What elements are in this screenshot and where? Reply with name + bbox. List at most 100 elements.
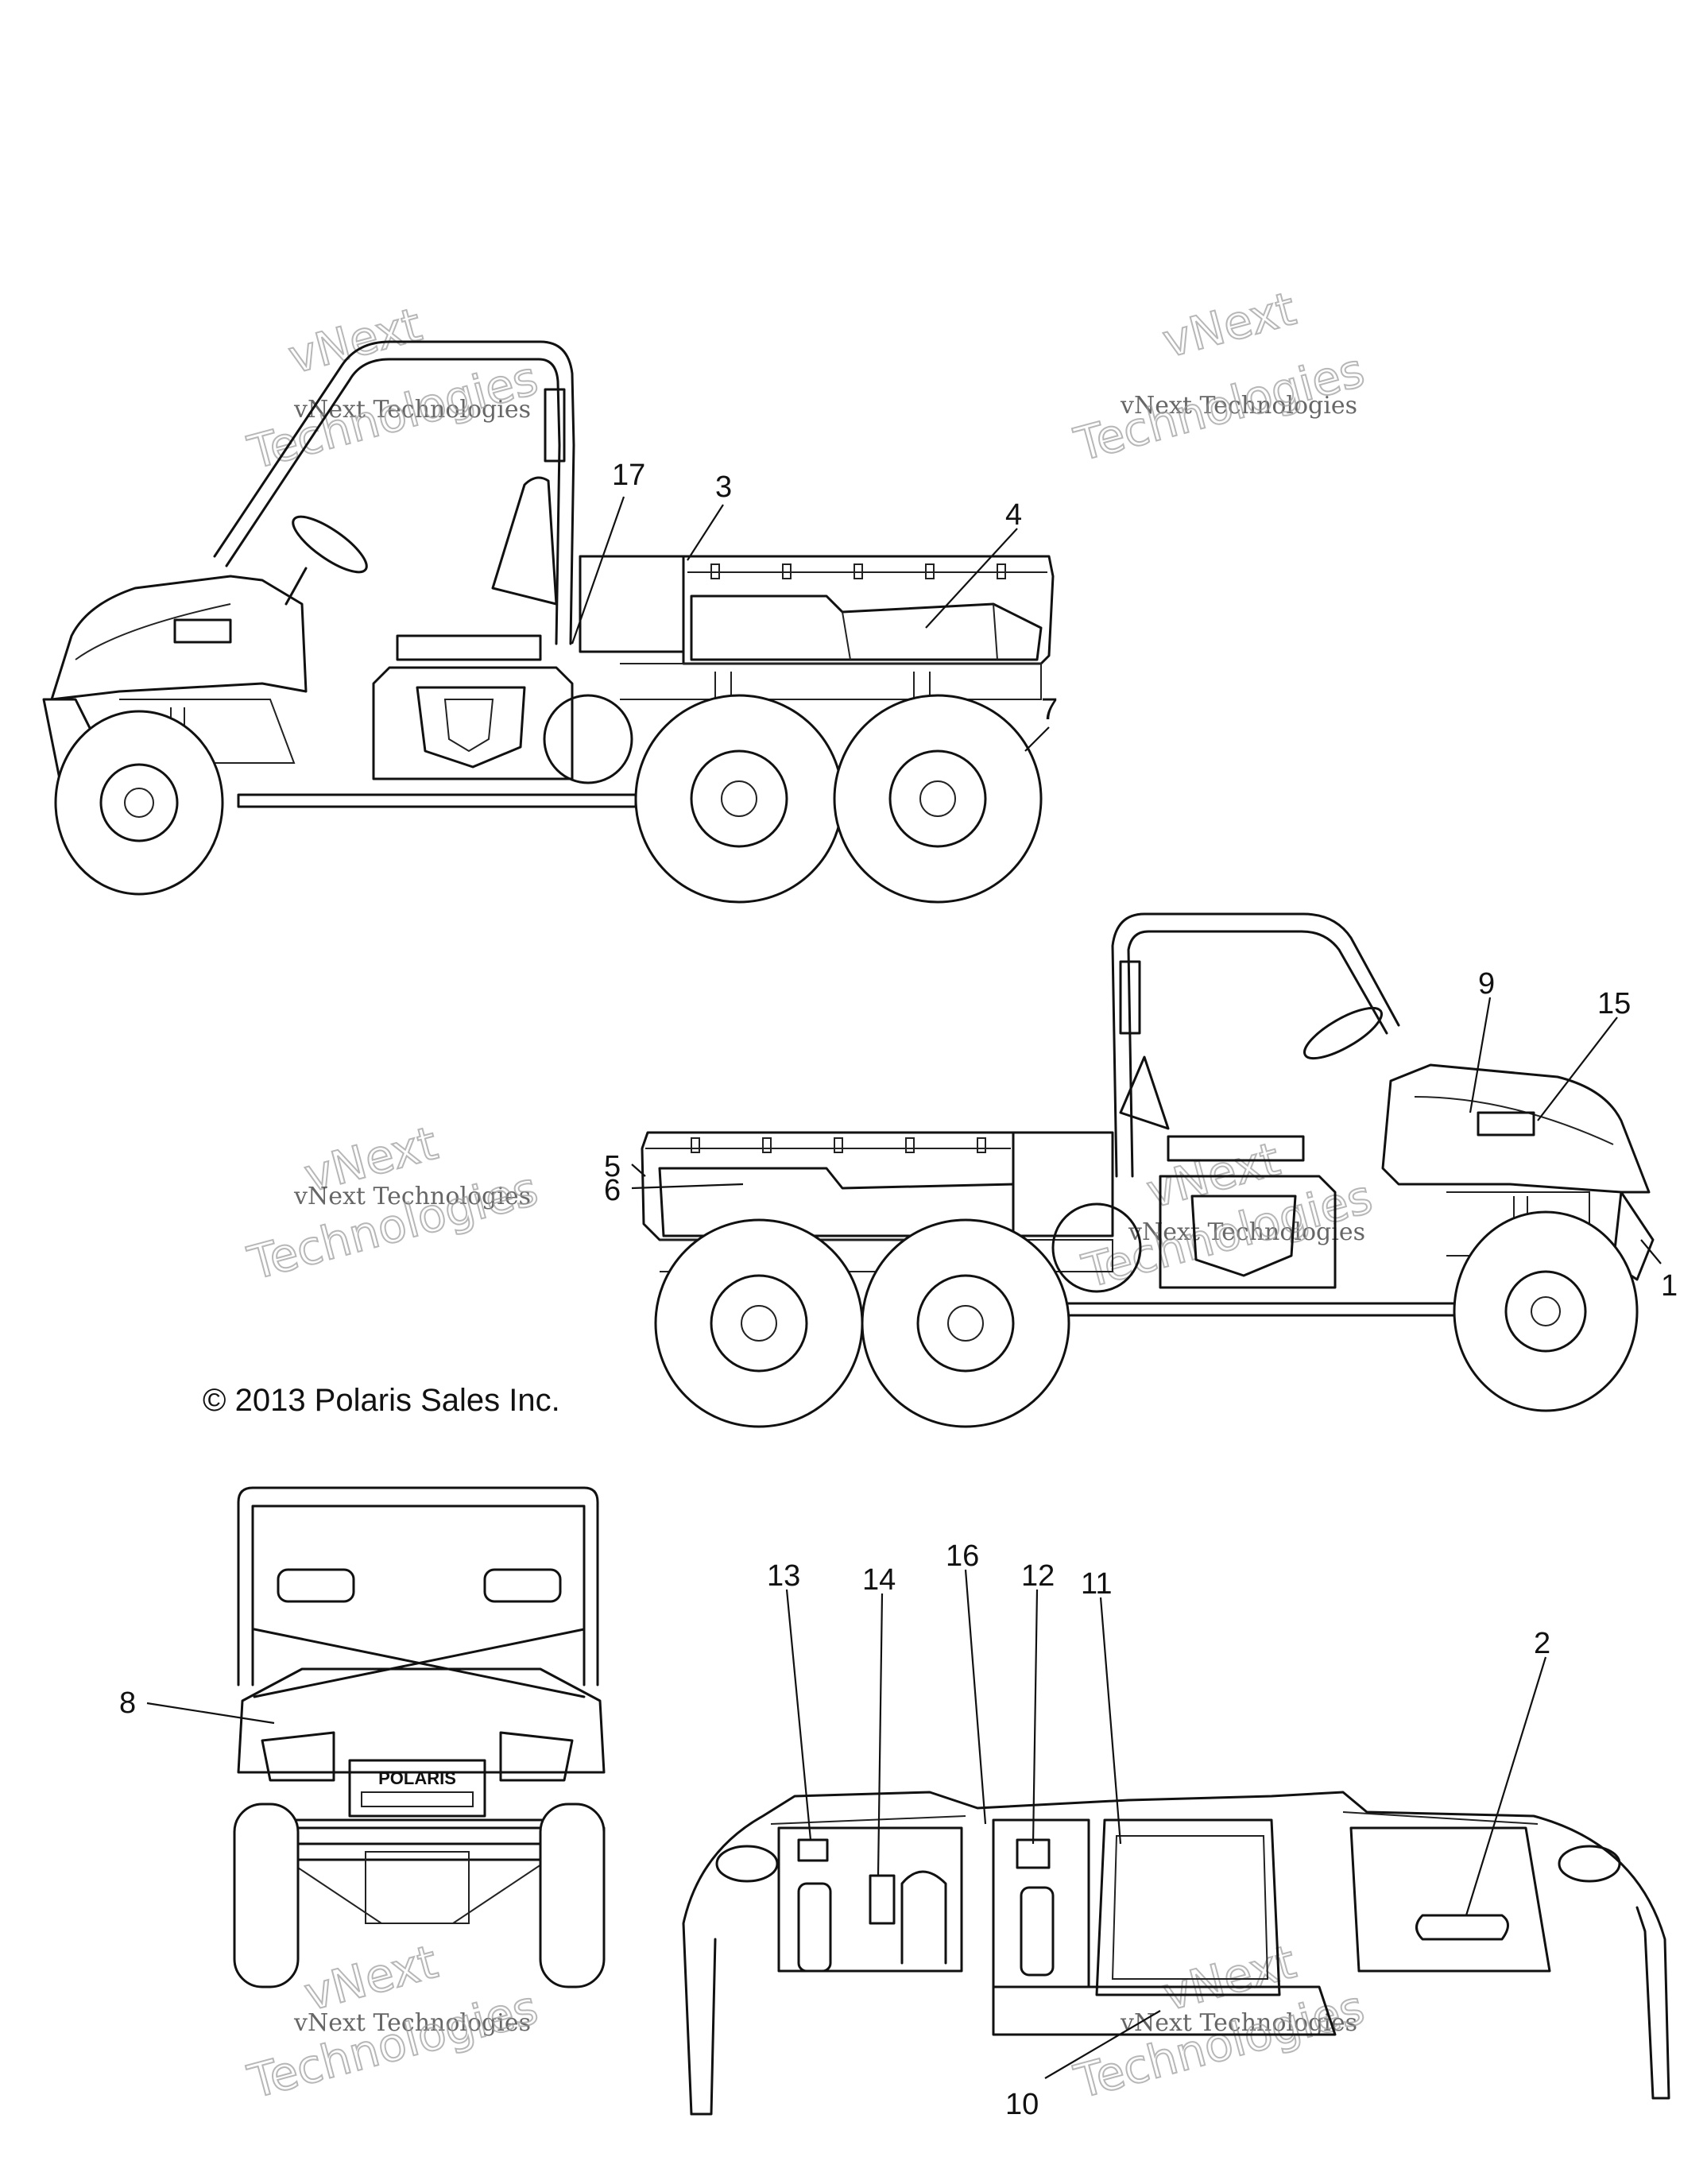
callout-10: 10 xyxy=(1005,2010,1161,2121)
bed-panel-dividers xyxy=(842,603,998,660)
decal-14 xyxy=(869,1874,896,1925)
side-door-panel xyxy=(1159,1175,1337,1289)
callout-label: 11 xyxy=(1081,1567,1112,1601)
middle-wheel xyxy=(634,694,844,904)
dash-left-panel xyxy=(777,1826,963,1973)
cupholder-left xyxy=(715,1845,779,1883)
callout-label: 14 xyxy=(862,1563,896,1597)
dashboard-panel-view xyxy=(682,1791,1670,2116)
steering-column xyxy=(284,567,308,606)
dash-top-edges xyxy=(770,1811,1539,1825)
watermark-small-text: vNext Technologies xyxy=(293,1183,531,1210)
headlight-right xyxy=(499,1731,574,1782)
cupholder-right xyxy=(1558,1845,1621,1883)
watermark-vnext-text: vNext xyxy=(1157,281,1301,369)
cage-shock xyxy=(1119,960,1141,1035)
steering-wheel xyxy=(1303,1006,1383,1060)
storage-box xyxy=(579,555,685,653)
chassis-rail xyxy=(237,793,637,808)
watermark-mid-right: vNext vNext Technologies Technologies xyxy=(1076,1131,1378,1299)
callout-6: 6 xyxy=(604,1174,744,1207)
hood-panel xyxy=(1477,1111,1535,1137)
callout-2: 2 xyxy=(1465,1627,1550,1916)
watermark-bottom-right: vNext vNext Technologies Technologies xyxy=(1068,1934,1370,2110)
callout-7: 7 xyxy=(1024,693,1058,752)
headrest-left xyxy=(277,1568,355,1603)
hood-line xyxy=(75,603,231,660)
roll-cage xyxy=(1111,912,1400,1178)
callout-label: 4 xyxy=(1005,498,1022,532)
watermark-small-text: vNext Technologies xyxy=(293,396,531,424)
callout-label: 6 xyxy=(604,1174,621,1207)
watermark-small-text: vNext Technologies xyxy=(1120,392,1357,420)
callout-label: 12 xyxy=(1021,1559,1055,1593)
dash-center-vent xyxy=(1020,1886,1055,1977)
bed-slots xyxy=(691,1137,986,1153)
callout-11: 11 xyxy=(1081,1567,1122,1845)
seat-back xyxy=(491,476,558,606)
utv-front-view: POLARIS xyxy=(233,1486,606,1988)
callout-label: 5 xyxy=(604,1150,621,1183)
dash-left-leg xyxy=(690,1938,717,2116)
callout-label: 15 xyxy=(1597,987,1631,1020)
front-hood xyxy=(50,575,308,701)
callout-3: 3 xyxy=(687,470,732,561)
callout-16: 16 xyxy=(946,1539,987,1825)
decal-12 xyxy=(1016,1838,1051,1869)
cvt-cover xyxy=(1051,1202,1142,1293)
copyright-text: © 2013 Polaris Sales Inc. xyxy=(203,1383,560,1418)
watermark-top-right: vNext vNext Technologies Technologies xyxy=(1068,281,1370,473)
callout-label: 17 xyxy=(612,459,645,492)
headlight-left xyxy=(261,1731,335,1782)
callout-label: 7 xyxy=(1041,693,1058,726)
seat-bottom xyxy=(396,634,542,661)
watermark-small-text: vNext Technologies xyxy=(1120,2009,1357,2037)
dash-center-left-panel xyxy=(992,1818,1090,1988)
decal-13 xyxy=(797,1838,829,1862)
hood-line xyxy=(1414,1096,1614,1145)
watermark-top-left: vNext vNext Technologies Technologies xyxy=(242,296,544,481)
door-cutout xyxy=(1190,1195,1297,1277)
callout-12: 12 xyxy=(1021,1559,1055,1845)
front-hood xyxy=(1381,1063,1651,1194)
callout-label: 1 xyxy=(1661,1269,1678,1303)
callout-label: 8 xyxy=(119,1686,136,1720)
callout-label: 3 xyxy=(715,470,732,504)
door-cutout xyxy=(416,686,526,769)
callout-14: 14 xyxy=(862,1563,896,1876)
front-tire-right xyxy=(539,1803,606,1988)
roll-cage xyxy=(213,340,575,645)
callout-label: 13 xyxy=(767,1559,800,1593)
callout-4: 4 xyxy=(925,498,1022,629)
bed-side-decal-area xyxy=(690,594,1043,661)
headrest-right xyxy=(483,1568,562,1603)
grille-slats xyxy=(361,1791,474,1807)
callout-15: 15 xyxy=(1537,987,1631,1121)
callout-label: 10 xyxy=(1005,2088,1039,2121)
roll-cage-inner xyxy=(251,1504,586,1686)
dash-right-panel xyxy=(1349,1826,1551,1973)
polaris-logo-text: POLARIS xyxy=(378,1768,456,1788)
rear-springs xyxy=(714,672,931,715)
chassis-rail xyxy=(1063,1302,1480,1317)
rear-frame xyxy=(620,663,1042,700)
callout-label: 9 xyxy=(1478,967,1495,1001)
decal-11 xyxy=(1111,1835,1269,1980)
bed-slots xyxy=(710,563,1006,579)
callout-13: 13 xyxy=(767,1559,812,1841)
rear-wheel xyxy=(654,1218,864,1428)
roll-cage-inner xyxy=(1127,930,1388,1178)
seat-bottom xyxy=(1167,1135,1305,1162)
rear-wheel xyxy=(833,694,1043,904)
watermark-small-text: vNext Technologies xyxy=(293,2009,531,2037)
middle-wheel xyxy=(861,1218,1070,1428)
front-tire-left xyxy=(233,1803,300,1988)
callout-17: 17 xyxy=(571,459,645,645)
a-arms xyxy=(285,1859,549,1924)
storage-box xyxy=(1012,1131,1114,1237)
front-wheel xyxy=(1453,1210,1639,1412)
callout-1: 1 xyxy=(1640,1239,1678,1303)
front-bumper xyxy=(1612,1191,1655,1281)
front-grille xyxy=(348,1759,486,1818)
roll-cage xyxy=(237,1486,599,1686)
